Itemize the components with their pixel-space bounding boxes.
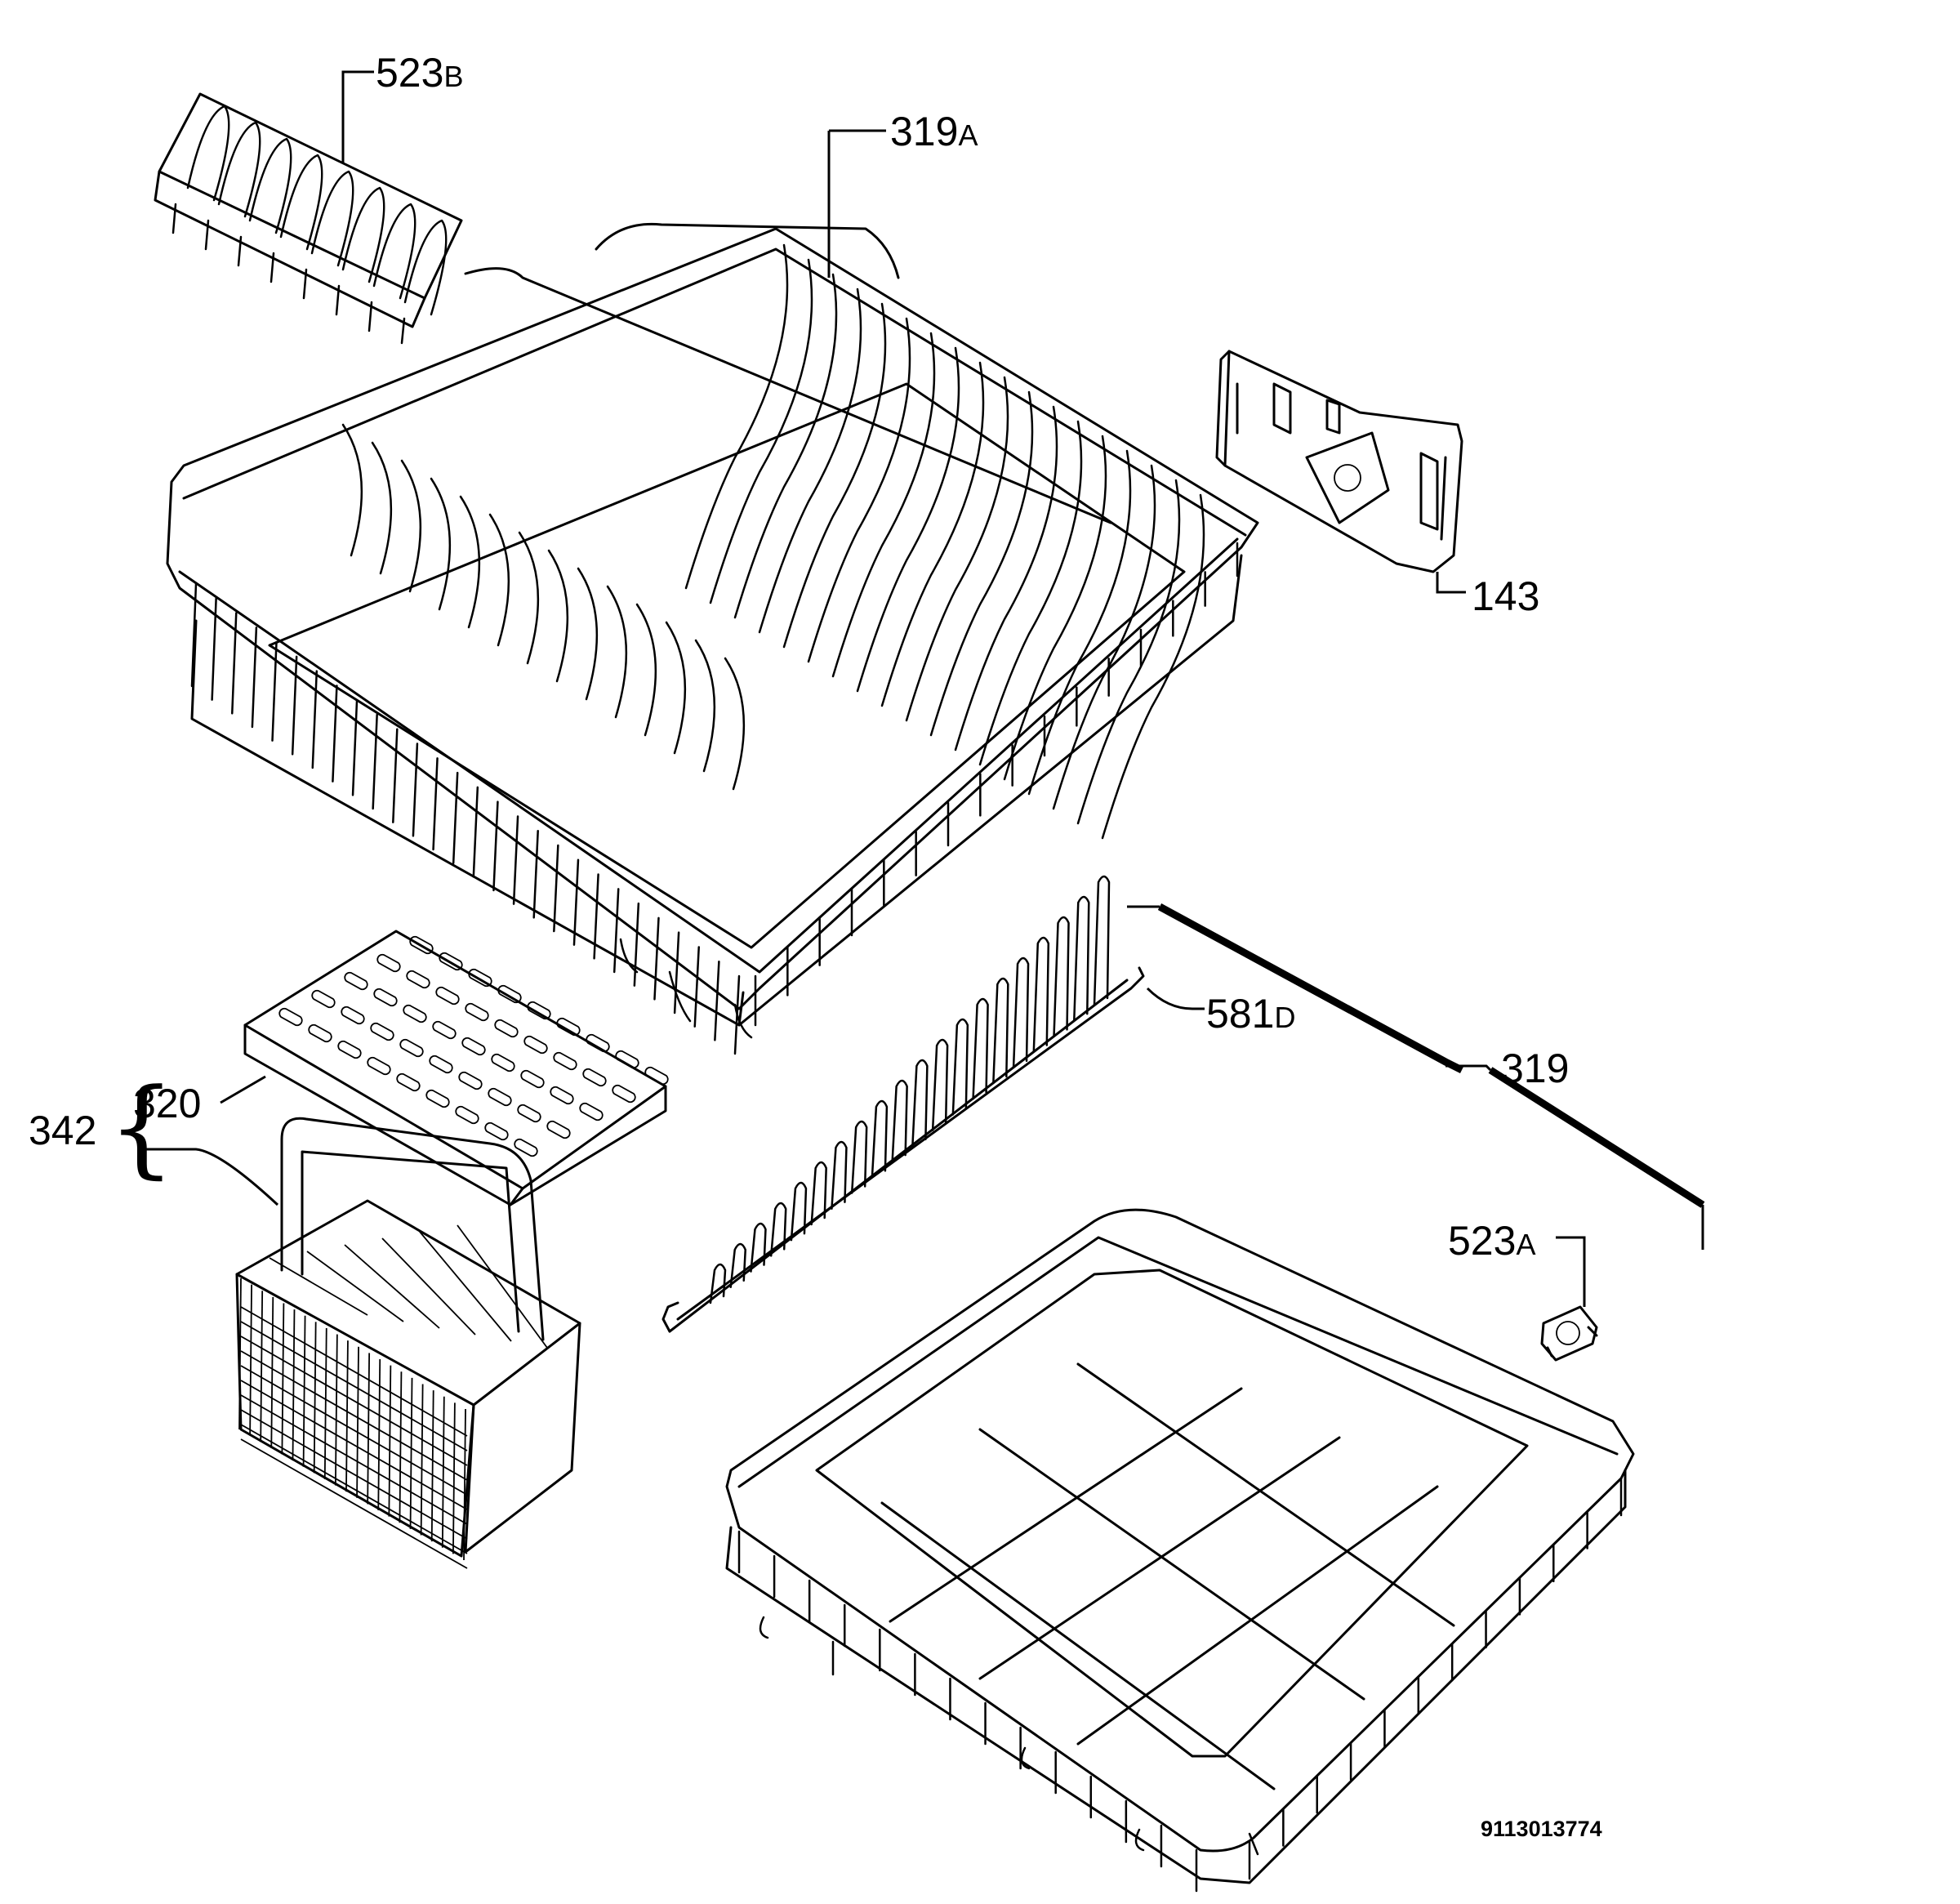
brace-342: { <box>108 1065 176 1189</box>
part-320-cutlery-grid <box>243 930 669 1206</box>
label-523a: 523A <box>1448 1218 1535 1264</box>
part-319a-upper-basket <box>166 129 1259 1055</box>
part-143-rail-bracket <box>1215 350 1466 594</box>
label-581d: 581D <box>1206 991 1295 1037</box>
label-523b: 523B <box>376 50 463 96</box>
part-523a-wheel <box>1540 1236 1598 1362</box>
label-319a: 319A <box>890 109 978 154</box>
label-320: 320 <box>133 1081 201 1126</box>
leader-342-basket <box>139 1148 279 1206</box>
part-342-cutlery-basket <box>235 1117 581 1569</box>
label-143: 143 <box>1472 573 1539 619</box>
part-319-lower-basket <box>725 1208 1635 1893</box>
part-523b-spike-strip <box>154 70 463 345</box>
label-342: 342 <box>29 1108 96 1153</box>
label-319: 319 <box>1501 1046 1569 1091</box>
drawing-code: 9113013774 <box>1481 1817 1602 1841</box>
part-581d-tine-insert <box>662 875 1205 1333</box>
group-319-bracket <box>1127 903 1705 1250</box>
leader-320 <box>220 1075 266 1104</box>
